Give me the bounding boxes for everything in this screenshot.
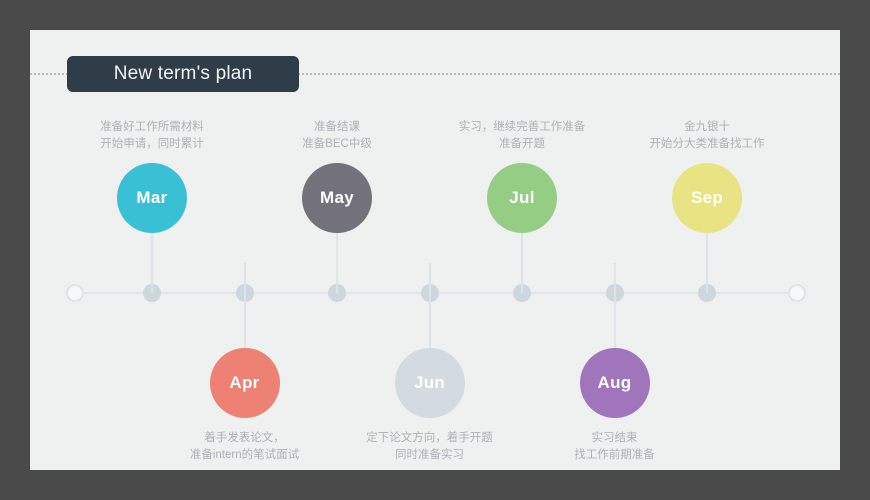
month-bubble-label: Sep <box>690 188 724 207</box>
stem-jun <box>428 263 431 378</box>
decorative-dotted-rule <box>30 73 840 75</box>
caption-sep: 金九银十开始分大类准备找工作 <box>592 119 822 153</box>
month-bubble-label: Apr <box>229 373 260 392</box>
slide-canvas: New term's plan Mar 准备好工作所需材料开始申请，同时累计 Apr… <box>30 30 840 470</box>
caption-line: 开始分大类准备找工作 <box>649 138 765 150</box>
stem-aug <box>613 263 616 378</box>
caption-aug: 实习结束找工作前期准备 <box>500 430 730 464</box>
month-bubble-label: Aug <box>597 373 632 392</box>
caption-may: 准备结课准备BEC中级 <box>222 119 452 153</box>
axis-node-sep <box>698 284 716 302</box>
month-bubble-label: May <box>320 188 354 207</box>
month-bubble-mar[interactable]: Mar <box>117 163 187 233</box>
caption-line: 准备intern的笔试面试 <box>189 449 300 461</box>
caption-line: 定下论文方向，着手开题 <box>366 432 493 444</box>
caption-jul: 实习，继续完善工作准备准备开题 <box>407 119 637 153</box>
month-bubble-label: Jun <box>413 373 446 392</box>
caption-line: 准备BEC中级 <box>302 138 372 150</box>
stem-mar <box>151 233 153 293</box>
axis-node-mar <box>143 284 161 302</box>
caption-line: 实习，继续完善工作准备 <box>458 121 586 133</box>
month-bubble-label: Mar <box>136 188 168 207</box>
month-bubble-label: Jul <box>509 188 535 207</box>
stem-may <box>336 233 338 293</box>
caption-jun: 定下论文方向，着手开题同时准备实习 <box>315 430 545 464</box>
axis-endpoint-end <box>788 284 806 302</box>
caption-mar: 准备好工作所需材料开始申请，同时累计 <box>37 119 267 153</box>
caption-line: 同时准备实习 <box>395 449 464 461</box>
month-bubble-aug[interactable]: Aug <box>579 348 650 418</box>
axis-endpoint-start <box>66 284 84 302</box>
caption-line: 找工作前期准备 <box>574 449 655 461</box>
caption-line: 着手发表论文， <box>204 432 285 444</box>
caption-line: 准备开题 <box>499 138 545 150</box>
slide-title-banner: New term's plan <box>67 56 299 92</box>
caption-line: 开始申请，同时累计 <box>100 138 204 150</box>
stem-apr <box>243 263 246 378</box>
month-bubble-sep[interactable]: Sep <box>672 163 742 233</box>
caption-line: 实习结束 <box>591 432 638 444</box>
stem-sep <box>706 233 708 293</box>
month-bubble-jul[interactable]: Jul <box>487 163 557 233</box>
month-bubble-apr[interactable]: Apr <box>209 348 280 418</box>
stem-jul <box>521 233 523 293</box>
axis-node-may <box>328 284 346 302</box>
caption-line: 准备好工作所需材料 <box>100 121 204 133</box>
page-title: New term's plan <box>113 63 253 84</box>
caption-apr: 着手发表论文， 准备intern的笔试面试 <box>130 430 360 464</box>
caption-line: 准备结课 <box>314 121 360 133</box>
month-bubble-jun[interactable]: Jun <box>394 348 465 418</box>
month-bubble-may[interactable]: May <box>302 163 372 233</box>
caption-line: 金九银十 <box>684 121 730 133</box>
axis-node-jul <box>513 284 531 302</box>
